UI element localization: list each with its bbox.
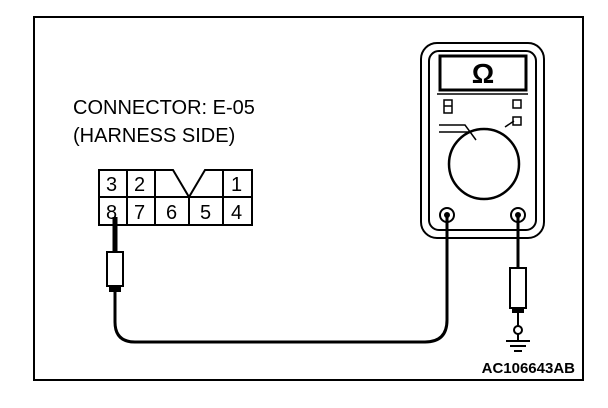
probe-pin8	[106, 217, 124, 292]
pin-7: 7	[134, 202, 145, 224]
pin-2: 2	[134, 174, 145, 196]
pin-6: 6	[166, 202, 177, 224]
connector-lock-tab	[154, 169, 224, 199]
meter-jack-com	[439, 207, 455, 223]
pin-8: 8	[106, 202, 117, 224]
test-lead-wire	[113, 215, 449, 344]
ground-probe	[509, 215, 527, 341]
ohm-symbol: Ω	[472, 58, 494, 89]
pin-3: 3	[106, 174, 117, 196]
connector-label: CONNECTOR: E-05	[73, 97, 255, 119]
selector-pointer-lines	[439, 124, 477, 141]
range-indicator	[512, 99, 522, 109]
figure-id: AC106643AB	[482, 360, 576, 377]
harness-side-label: (HARNESS SIDE)	[73, 125, 235, 147]
pin-5: 5	[200, 202, 211, 224]
pin-1: 1	[231, 174, 242, 196]
ground-icon	[506, 340, 530, 352]
connector-e05: 3 2 1 8 7 6 5 4	[98, 169, 253, 226]
rotary-selector-knob	[447, 127, 521, 201]
diagram-frame	[33, 16, 584, 381]
multimeter: Ω	[420, 42, 545, 239]
pin-4: 4	[231, 202, 242, 224]
range-indicator	[512, 116, 522, 126]
meter-display	[438, 54, 528, 92]
